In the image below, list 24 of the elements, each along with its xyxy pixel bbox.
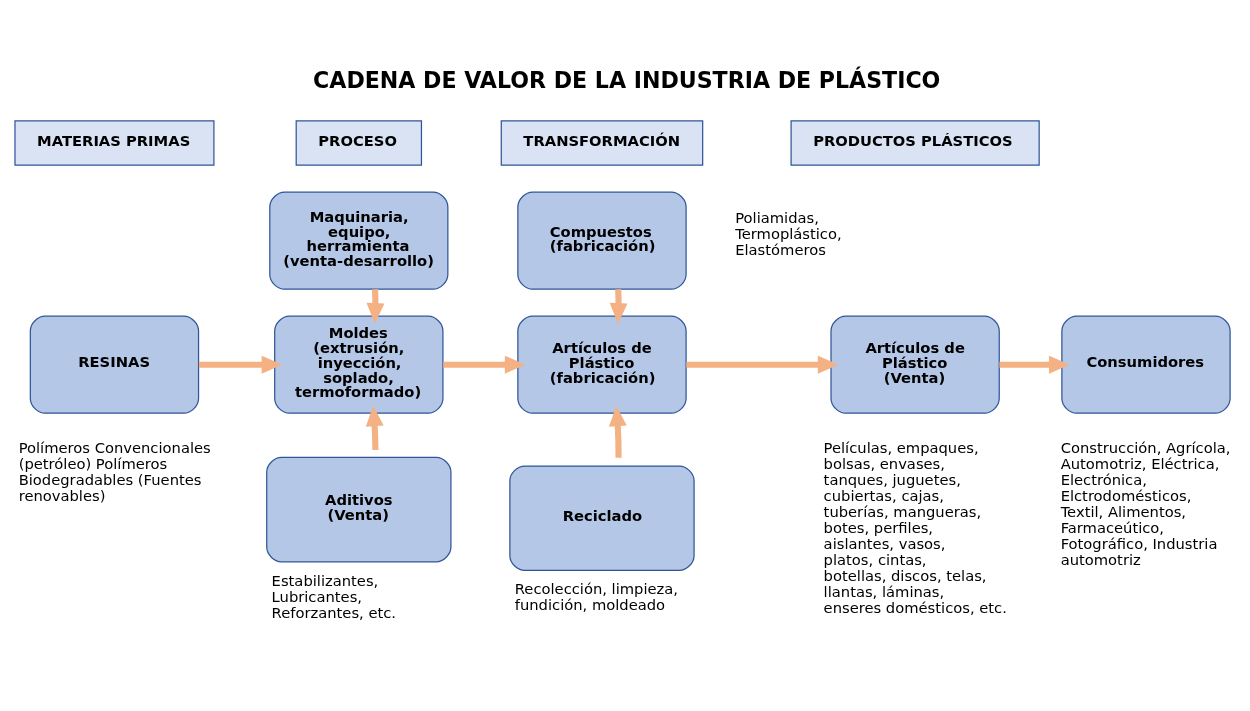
node-box: TRANSFORMACIÓN xyxy=(500,120,704,166)
diagram-title: CADENA DE VALOR DE LA INDUSTRIA DE PLÁSTICO xyxy=(313,67,941,94)
node-box: MATERIAS PRIMAS xyxy=(14,120,215,166)
node-box: Artículos de Plástico (fabricación) xyxy=(517,315,687,414)
node-box: Moldes (extrusión, inyección, soplado, termoformado) xyxy=(274,315,444,414)
node-label: Polímeros Convencionales (petróleo) Polímeros Biodegradables (Fuentes renovables) xyxy=(18,439,211,505)
arrow xyxy=(365,405,384,451)
node-label: Estabilizantes, Lubricantes, Reforzantes, etc. xyxy=(271,571,397,621)
node-box: Artículos de Plástico (Venta) xyxy=(830,315,1000,414)
node-label: Poliamidas, Termoplástico, Elastómeros xyxy=(735,209,842,258)
node-box: PRODUCTOS PLÁSTICOS xyxy=(790,120,1040,166)
node-box: RESINAS xyxy=(29,315,200,414)
node-box: PROCESO xyxy=(295,120,423,166)
node-box: Consumidores xyxy=(1061,315,1231,414)
arrow xyxy=(999,355,1070,374)
arrow xyxy=(198,355,283,374)
node-label: Construcción, Agrícola, Automotriz, Eléctrica, Electrónica, Elctrodomésticos, Textil, Alimentos, Farmaceútico, Fotográfico, Industria automotriz xyxy=(1060,439,1231,568)
arrow xyxy=(686,355,839,374)
node-box: Compuestos (fabricación) xyxy=(517,191,687,290)
node-box: Maquinaria, equipo, herramienta (venta-desarrollo) xyxy=(269,191,449,290)
arrow xyxy=(443,355,526,374)
node-label: Recolección, limpieza, fundición, moldeado xyxy=(514,580,679,614)
arrow xyxy=(608,405,627,458)
node-label: Películas, empaques, bolsas, envases, tanques, juguetes, cubiertas, cajas, tuberías, mangueras, botes, perfiles, aislantes, vasos, platos, cintas, botellas, discos, telas, llantas, láminas, enseres domésticos, etc. xyxy=(823,439,1007,616)
